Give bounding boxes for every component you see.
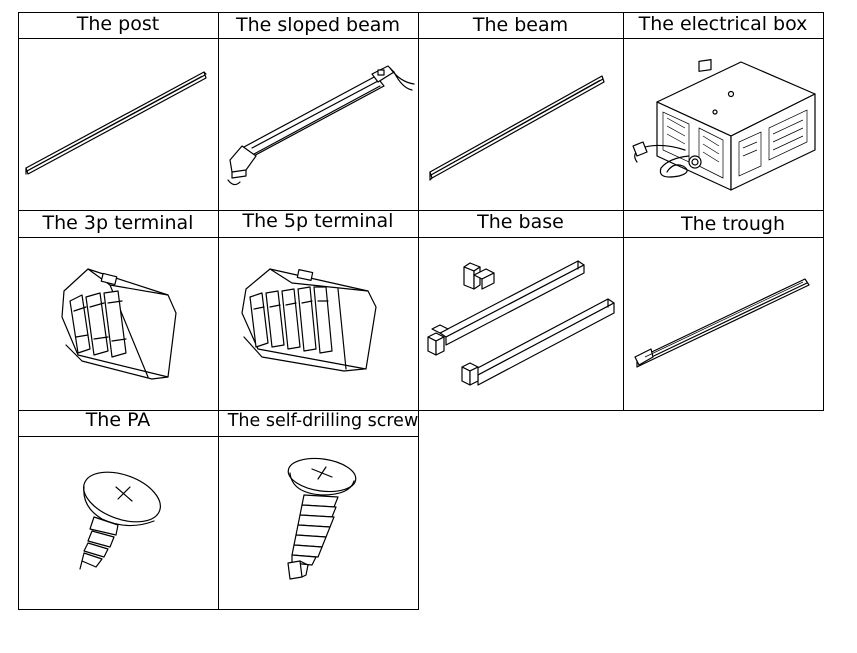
- part-label-pa: The PA: [85, 409, 151, 431]
- part-label-sloped-beam: The sloped beam: [236, 14, 400, 36]
- table-border: [18, 237, 824, 238]
- table-border: [18, 12, 19, 610]
- 5p-terminal-icon: [241, 268, 377, 372]
- part-label-trough: The trough: [681, 213, 785, 235]
- part-label-3p-terminal: The 3p terminal: [42, 212, 194, 234]
- part-label-self-drilling-screw: The self-drilling screw: [227, 411, 419, 431]
- table-border: [623, 12, 624, 411]
- base-icon: [427, 260, 615, 386]
- sloped-beam-icon: [227, 65, 415, 186]
- table-border: [18, 12, 824, 13]
- part-label-electrical-box: The electrical box: [638, 13, 808, 35]
- electrical-box-icon: [632, 59, 816, 191]
- self-drilling-screw-icon: [287, 457, 357, 580]
- part-label-beam: The beam: [472, 14, 569, 36]
- parts-table: [18, 12, 824, 610]
- part-label-base: The base: [477, 211, 564, 233]
- 3p-terminal-icon: [61, 268, 177, 380]
- part-label-post: The post: [76, 13, 160, 35]
- table-border: [418, 12, 419, 610]
- table-border: [18, 38, 824, 39]
- table-border: [823, 12, 824, 411]
- beam-icon: [429, 75, 605, 181]
- pa-screw-icon: [79, 471, 161, 570]
- post-icon: [25, 71, 207, 175]
- table-border: [18, 410, 824, 411]
- table-border: [218, 12, 219, 610]
- part-label-5p-terminal: The 5p terminal: [242, 210, 394, 232]
- table-border: [18, 210, 824, 211]
- trough-icon: [634, 278, 810, 368]
